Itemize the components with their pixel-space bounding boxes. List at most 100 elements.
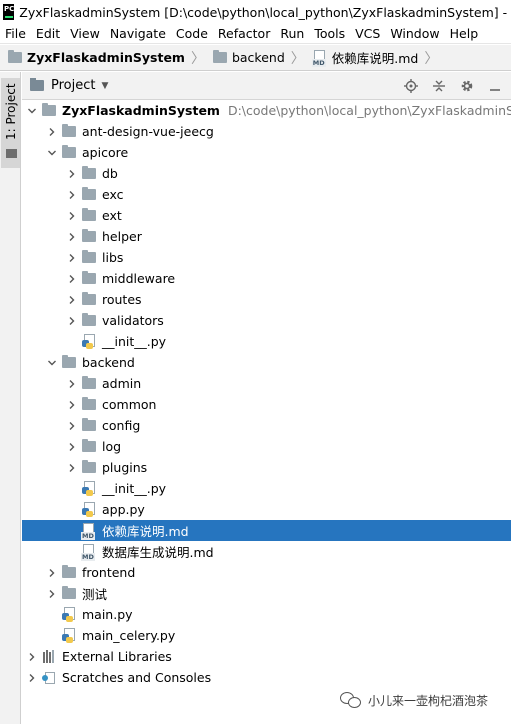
chevron-down-icon[interactable] (47, 358, 57, 368)
folder-icon (81, 418, 97, 434)
tree-row-admin[interactable]: admin (22, 373, 511, 394)
markdown-file-icon: MD (81, 544, 97, 561)
chevron-right-icon[interactable] (67, 400, 77, 410)
tree-row-validators[interactable]: validators (22, 310, 511, 331)
tree-item-name: ant-design-vue-jeecg (82, 124, 214, 139)
python-file-icon (61, 628, 77, 644)
chevron-right-icon[interactable] (67, 274, 77, 284)
chevron-right-icon[interactable] (27, 652, 37, 662)
tree-item-label: db (102, 166, 118, 181)
hide-panel-icon[interactable] (487, 78, 503, 94)
chevron-right-icon[interactable] (67, 253, 77, 263)
folder-icon (61, 565, 77, 581)
menu-file[interactable]: File (5, 25, 26, 41)
tree-row-helper[interactable]: helper (22, 226, 511, 247)
tree-row-ext[interactable]: ext (22, 205, 511, 226)
chevron-right-icon[interactable] (27, 673, 37, 683)
menu-code[interactable]: Code (175, 25, 208, 41)
chevron-right-icon[interactable] (47, 589, 57, 599)
tree-row-init-py[interactable]: __init__.py (22, 478, 511, 499)
folder-icon (61, 145, 77, 161)
tree-item-name: 测试 (82, 587, 108, 602)
title-bar: PC ZyxFlaskadminSystem [D:\code\python\l… (0, 0, 511, 23)
markdown-file-icon: MD (81, 523, 97, 540)
chevron-right-icon[interactable] (67, 295, 77, 305)
tree-item-name: validators (102, 313, 164, 328)
tree-row-routes[interactable]: routes (22, 289, 511, 310)
tree-row-libs[interactable]: libs (22, 247, 511, 268)
tree-item-name: middleware (102, 271, 176, 286)
chevron-right-icon: 〉 (190, 50, 205, 67)
menu-run[interactable]: Run (280, 25, 305, 41)
python-file-icon (61, 607, 77, 623)
chevron-right-icon[interactable] (67, 421, 77, 431)
collapse-all-icon[interactable] (431, 78, 447, 94)
chevron-down-icon[interactable] (27, 106, 37, 116)
menu-vcs[interactable]: VCS (355, 25, 381, 41)
tree-row-middleware[interactable]: middleware (22, 268, 511, 289)
tree-row-db[interactable]: db (22, 163, 511, 184)
menu-window[interactable]: Window (390, 25, 440, 41)
menu-refactor[interactable]: Refactor (217, 25, 271, 41)
tree-row-apicore[interactable]: apicore (22, 142, 511, 163)
tree-row-config[interactable]: config (22, 415, 511, 436)
chevron-right-icon[interactable] (67, 463, 77, 473)
tree-row-main-py[interactable]: main.py (22, 604, 511, 625)
panel-title[interactable]: Project (51, 78, 96, 93)
chevron-right-icon[interactable] (67, 442, 77, 452)
tree-item-label: frontend (82, 565, 135, 580)
breadcrumb-item-file[interactable]: MD 依赖库说明.md 〉 (305, 45, 438, 70)
tree-item-label: routes (102, 292, 142, 307)
tree-row-ant-design-vue-jeecg[interactable]: ant-design-vue-jeecg (22, 121, 511, 142)
menu-view[interactable]: View (70, 25, 100, 41)
tree-item-label: External Libraries (62, 649, 172, 664)
tree-item-name: frontend (82, 565, 136, 580)
tree-row-backend[interactable]: backend (22, 352, 511, 373)
tree-item-label: Scratches and Consoles (62, 670, 211, 685)
chevron-right-icon[interactable] (67, 379, 77, 389)
tree-row-md[interactable]: MD 依赖库说明.md (22, 520, 511, 541)
tree-item-label: 依赖库说明.md (102, 521, 189, 540)
tree-item-name: log (102, 439, 122, 454)
tree-row-scratches-and-consoles[interactable]: Scratches and Consoles (22, 667, 511, 688)
chevron-right-icon[interactable] (67, 232, 77, 242)
tree-row-exc[interactable]: exc (22, 184, 511, 205)
chevron-right-icon[interactable] (67, 190, 77, 200)
menu-help[interactable]: Help (449, 25, 479, 41)
folder-icon (61, 124, 77, 140)
tree-row-app-py[interactable]: app.py (22, 499, 511, 520)
dropdown-caret-icon[interactable]: ▼ (101, 80, 109, 91)
chevron-down-icon[interactable] (47, 148, 57, 158)
menu-navigate[interactable]: Navigate (109, 25, 166, 41)
project-tool-tab[interactable]: 1: Project (1, 78, 20, 168)
folder-icon (81, 376, 97, 392)
tree-row-init-py[interactable]: __init__.py (22, 331, 511, 352)
menu-tools[interactable]: Tools (314, 25, 346, 41)
tree-row-common[interactable]: common (22, 394, 511, 415)
tree-item-label: libs (102, 250, 123, 265)
chevron-right-icon[interactable] (67, 169, 77, 179)
chevron-right-icon[interactable] (47, 127, 57, 137)
settings-gear-icon[interactable] (459, 78, 475, 94)
project-folder-icon (30, 78, 44, 91)
tree-row-item-23[interactable]: 测试 (22, 583, 511, 604)
tree-row-frontend[interactable]: frontend (22, 562, 511, 583)
tree-item-name: exc (102, 187, 124, 202)
chevron-right-icon[interactable] (47, 568, 57, 578)
chevron-right-icon[interactable] (67, 316, 77, 326)
locate-target-icon[interactable] (403, 78, 419, 94)
breadcrumb-item-backend[interactable]: backend 〉 (205, 45, 305, 70)
tree-row-external-libraries[interactable]: External Libraries (22, 646, 511, 667)
tree-item-label: __init__.py (102, 481, 166, 496)
tree-item-name: main_celery.py (82, 628, 176, 643)
chevron-right-icon[interactable] (67, 211, 77, 221)
breadcrumb-item-project[interactable]: ZyxFlaskadminSystem 〉 (0, 45, 205, 70)
tree-row-plugins[interactable]: plugins (22, 457, 511, 478)
tree-item-name: db (102, 166, 118, 181)
tree-row-main-celery-py[interactable]: main_celery.py (22, 625, 511, 646)
folder-icon (81, 292, 97, 308)
tree-row-log[interactable]: log (22, 436, 511, 457)
menu-edit[interactable]: Edit (35, 25, 61, 41)
